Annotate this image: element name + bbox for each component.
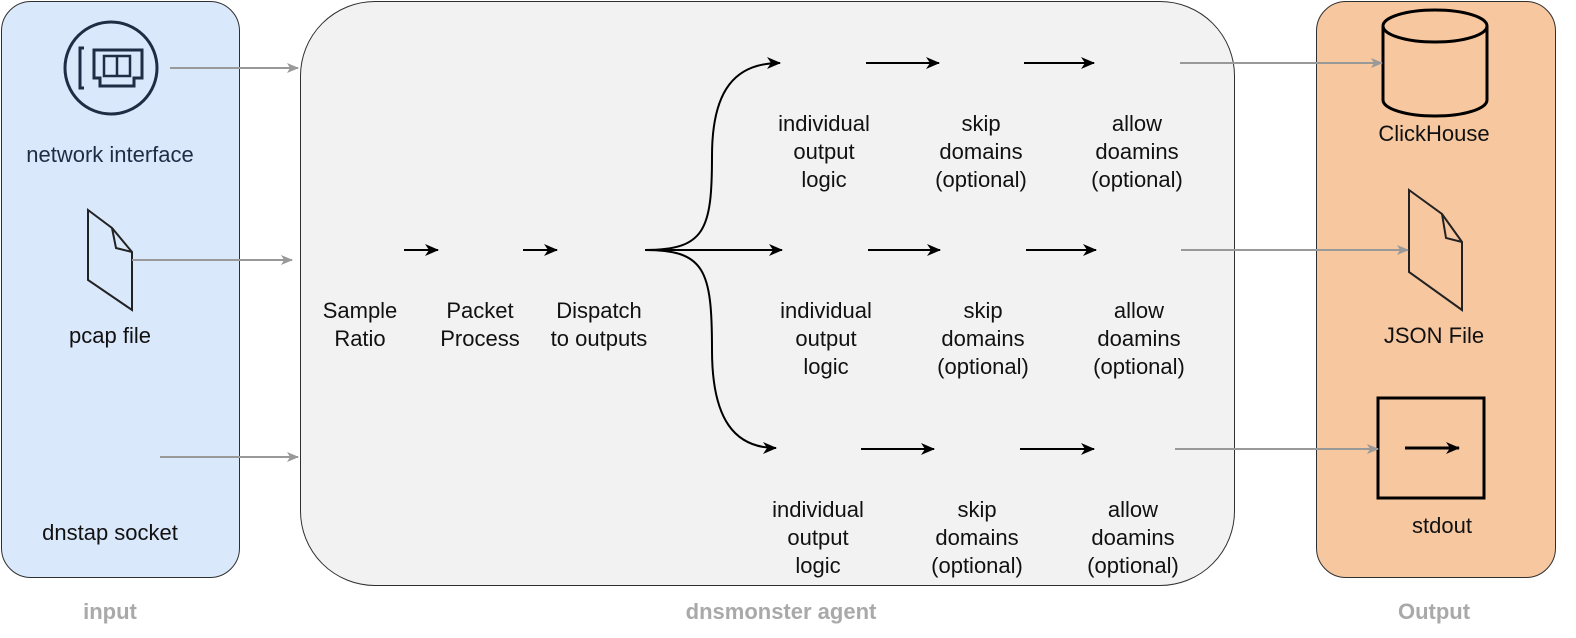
branch-1-allow: allow doamins (optional) (1091, 111, 1183, 192)
agent-panel (300, 1, 1235, 586)
stage-packet-process: Packet Process (440, 298, 520, 351)
database-cylinder-icon (1381, 8, 1489, 118)
arrow-dispatch-branch-3 (644, 249, 777, 454)
branch-1-skip: skip domains (optional) (935, 111, 1027, 192)
output-caption: Output (1397, 599, 1471, 624)
dnstap-socket-label: dnstap socket (42, 520, 178, 545)
branch-2-skip: skip domains (optional) (937, 298, 1029, 379)
stage-dispatch: Dispatch to outputs (550, 298, 648, 351)
stage-sample-ratio: Sample Ratio (322, 298, 398, 351)
pcap-file-icon (87, 208, 133, 312)
network-card-icon (63, 20, 159, 116)
json-file-label: JSON File (1383, 323, 1485, 348)
branch-2-allow: allow doamins (optional) (1093, 298, 1185, 379)
network-interface-label: network interface (26, 142, 194, 167)
branch-2-logic: individual output logic (780, 298, 872, 379)
clickhouse-label: ClickHouse (1378, 121, 1490, 146)
branch-1-logic: individual output logic (778, 111, 870, 192)
agent-caption: dnsmonster agent (685, 599, 877, 624)
stdout-label: stdout (1412, 513, 1472, 538)
branch-3-skip: skip domains (optional) (931, 497, 1023, 578)
input-panel (1, 1, 240, 578)
input-caption: input (83, 599, 137, 624)
pcap-file-label: pcap file (69, 323, 151, 348)
branch-3-allow: allow doamins (optional) (1087, 497, 1179, 578)
arrow-dispatch-branch-1 (644, 57, 781, 251)
terminal-arrow-icon (1376, 396, 1486, 500)
json-file-icon (1408, 188, 1463, 312)
branch-3-logic: individual output logic (772, 497, 864, 578)
